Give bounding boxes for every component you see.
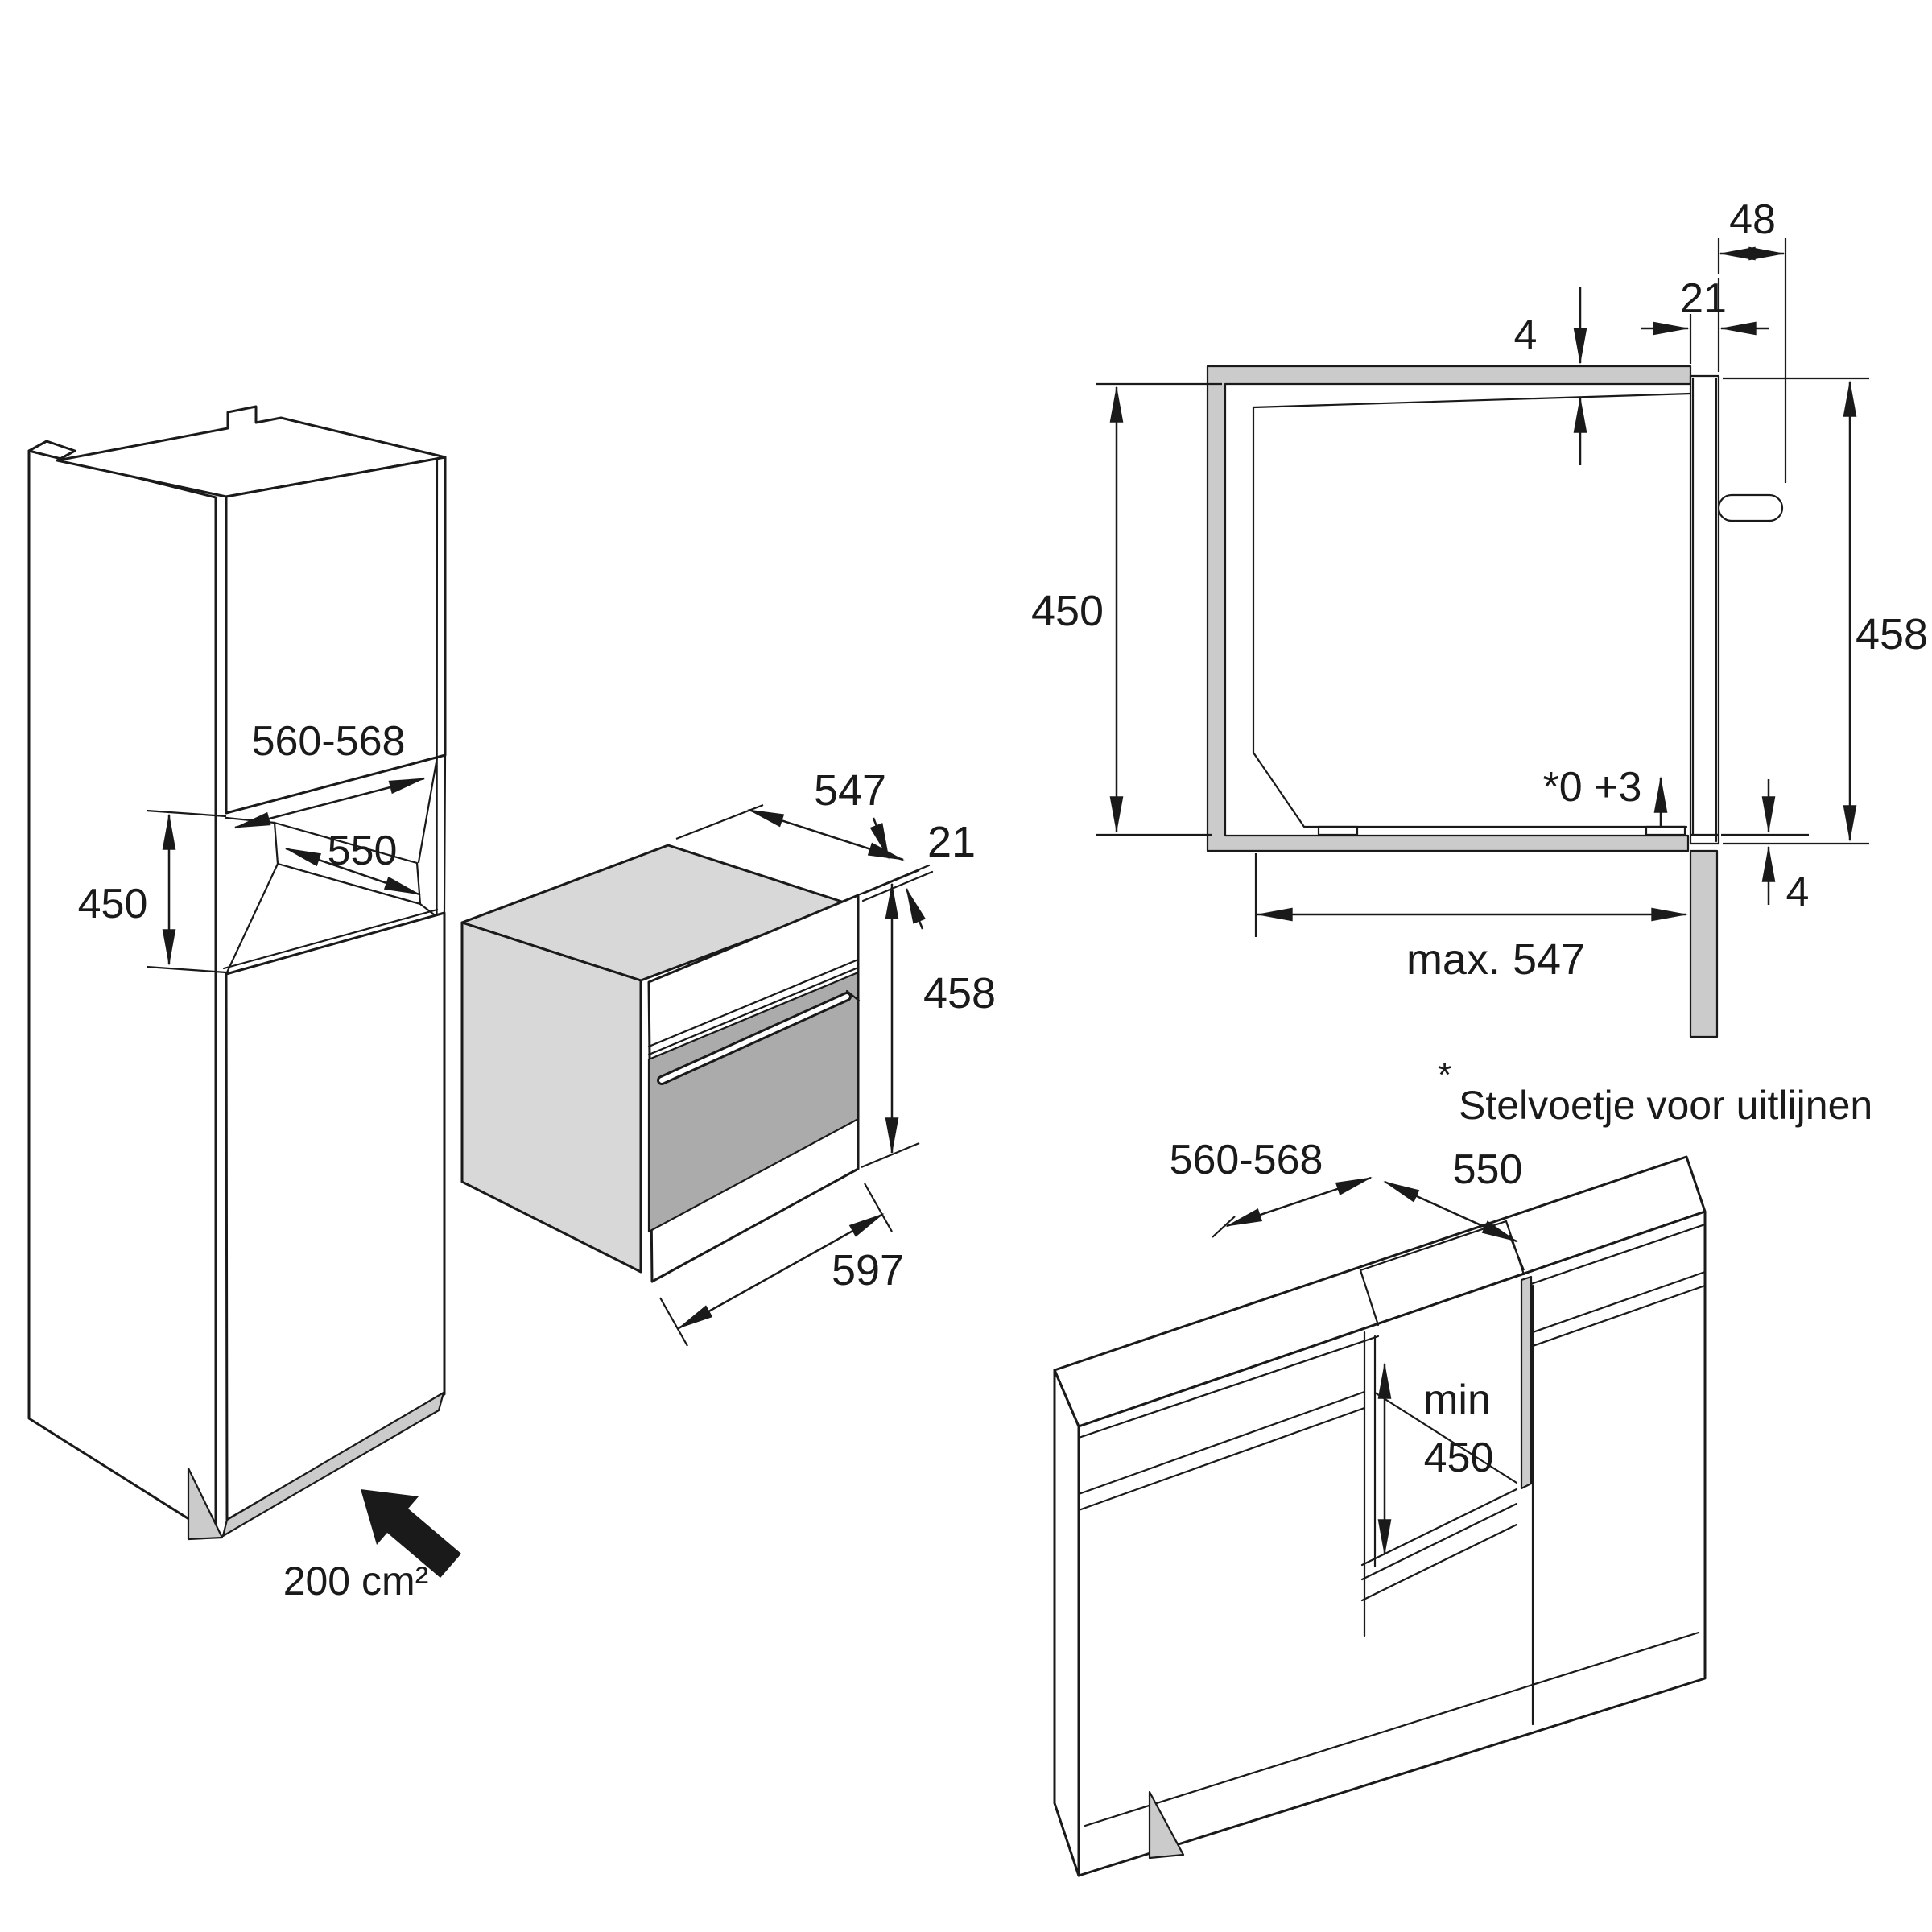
top-gap-dim: 4 — [1514, 287, 1587, 465]
oven-left-face — [460, 921, 642, 1274]
oven-drawing: 547 21 458 597 — [460, 766, 996, 1347]
ext-line — [146, 965, 227, 974]
dim-line — [233, 777, 426, 829]
right-drawer-line — [1531, 1270, 1707, 1334]
niche-rail-shadow — [1360, 1523, 1518, 1602]
tall-cabinet-width-label: 560-568 — [252, 718, 406, 765]
oven-width-label: 597 — [832, 1246, 904, 1294]
tall-cabinet-depth-label: 550 — [328, 828, 398, 874]
base-width-dim: 560-568 — [1170, 1137, 1373, 1238]
footnote-star: * — [1438, 1055, 1451, 1095]
niche-rail-bottom — [1360, 1502, 1518, 1581]
dim-line — [677, 1212, 885, 1330]
counter-edge-right — [1522, 1223, 1707, 1288]
oven-height-dim: 458 — [861, 869, 996, 1169]
section-handle-label: 48 — [1729, 196, 1776, 243]
oven-depth-dim: 547 — [675, 766, 905, 861]
ext-line — [861, 1141, 920, 1169]
dim-line — [1383, 1180, 1518, 1243]
base-cabinet-drawing: 560-568 550 min 450 — [1053, 1137, 1707, 1877]
oven-height-label: 458 — [923, 969, 996, 1018]
base-min-label: min — [1423, 1377, 1491, 1423]
oven-front-panel-section — [1689, 374, 1720, 845]
right-drawer-line2 — [1531, 1284, 1707, 1348]
section-front-height-label: 458 — [1856, 610, 1928, 658]
footnote: * Stelvoetje voor uitlijnen — [1438, 1055, 1872, 1128]
section-height-dim: 450 — [1031, 382, 1222, 836]
dim-line — [1225, 1176, 1373, 1228]
vent-strip — [221, 1391, 445, 1538]
arrow-line — [869, 817, 890, 860]
section-view-drawing: 48 21 4 450 458 *0 +3 — [1031, 196, 1928, 1128]
tall-cabinet-height-label: 450 — [78, 881, 148, 927]
left-drawer-line2 — [1077, 1406, 1366, 1512]
handle-fill — [659, 994, 849, 1083]
section-height-label: 450 — [1031, 587, 1104, 635]
ventilation-note: 200 cm² — [283, 1489, 461, 1604]
control-panel-line2 — [647, 966, 860, 1056]
leveling-label: *0 +3 — [1543, 764, 1642, 811]
section-panel-dim: 21 — [1641, 275, 1769, 372]
panel-edge-ext-line2 — [861, 870, 934, 902]
oven-door-handle — [657, 989, 861, 1085]
base-left-side — [1053, 1368, 1080, 1877]
lower-cabinet-face — [225, 911, 446, 1521]
tall-cabinet-width-dim: 560-568 — [233, 718, 426, 829]
plinth-triangle — [187, 1467, 224, 1541]
left-drawer-line — [1077, 1390, 1366, 1496]
base-min-height-dim: min 450 — [1377, 1362, 1494, 1556]
ext-tick — [1212, 1216, 1236, 1238]
oven-body-outline — [1252, 392, 1692, 828]
footnote-text: Stelvoetje voor uitlijnen — [1459, 1083, 1872, 1128]
cabinet-channel — [1206, 365, 1692, 852]
ext-line — [659, 1297, 688, 1347]
oven-door-section — [1689, 849, 1719, 1038]
control-panel-line — [647, 958, 860, 1048]
ext-line — [146, 809, 227, 818]
section-front-height-dim: 458 — [1723, 377, 1928, 845]
base-plinth-triangle — [1148, 1790, 1185, 1860]
ext-line — [862, 869, 920, 895]
right-stile-front-line — [443, 753, 447, 914]
lower-cabinet-top-line — [222, 908, 439, 970]
section-panel-label: 21 — [1680, 275, 1727, 322]
niche-right-edge — [417, 756, 439, 864]
base-depth-dim: 550 — [1383, 1146, 1525, 1271]
oven-panel-dim: 21 — [869, 817, 976, 930]
vent-area-label: 200 cm² — [283, 1558, 429, 1604]
tall-cabinet-height-dim: 450 — [78, 809, 227, 974]
door-bottom-line — [1084, 1631, 1700, 1827]
vent-arrow-icon — [361, 1489, 461, 1578]
base-width-label: 560-568 — [1170, 1137, 1323, 1183]
section-max-depth-label: max. 547 — [1406, 935, 1585, 984]
section-top-gap-label: 4 — [1514, 312, 1538, 358]
oven-depth-label: 547 — [814, 766, 886, 815]
leveling-foot-left — [1317, 825, 1359, 836]
handle-depth-dim: 48 — [1717, 196, 1787, 483]
arrow-line — [905, 887, 926, 930]
section-bottom-gap-label: 4 — [1786, 869, 1810, 915]
base-min-value: 450 — [1424, 1435, 1494, 1481]
bottom-gap-dim: 4 — [1721, 779, 1809, 915]
base-front-face — [1077, 1210, 1707, 1877]
niche-cut-left-edge — [1359, 1269, 1380, 1327]
counter-edge-left — [1077, 1335, 1380, 1439]
max-depth-dim: max. 547 — [1254, 853, 1688, 984]
tall-cabinet-depth-dim: 550 — [284, 828, 421, 896]
oven-panel-label: 21 — [927, 818, 976, 866]
handle-hook — [845, 989, 861, 1002]
leveling-dim: *0 +3 — [1543, 764, 1668, 828]
ext-line — [864, 1183, 893, 1232]
leveling-foot-right — [1645, 825, 1686, 836]
base-depth-label: 550 — [1453, 1146, 1523, 1193]
side-panel-face — [27, 449, 217, 1538]
handle-section — [1717, 493, 1784, 522]
niche-floor-diagonal — [1373, 1391, 1518, 1484]
tall-cabinet-drawing: 560-568 550 450 200 cm² — [27, 405, 461, 1604]
oven-door-glass — [647, 971, 860, 1233]
oven-width-dim: 597 — [659, 1183, 904, 1347]
niche-right-panel-strip — [1520, 1275, 1533, 1490]
dim-line — [284, 847, 421, 896]
